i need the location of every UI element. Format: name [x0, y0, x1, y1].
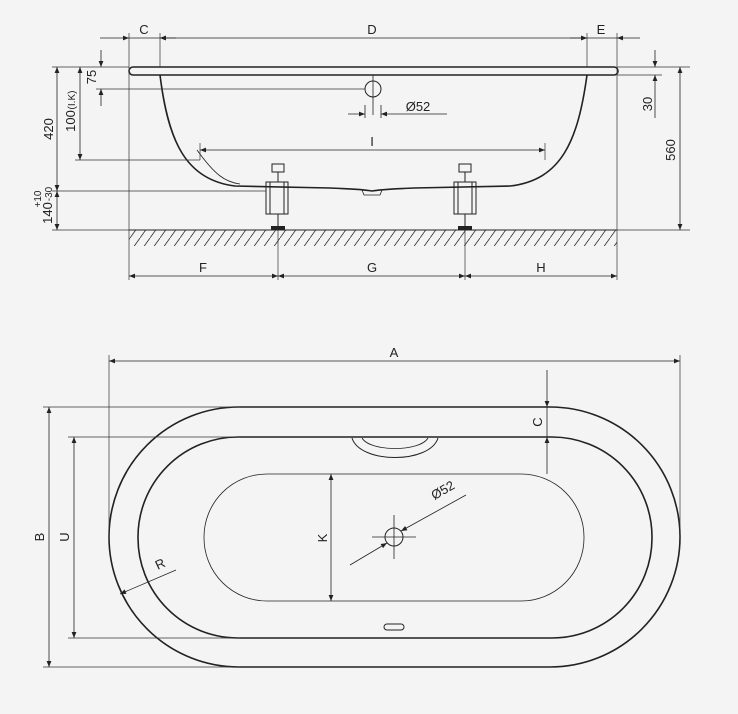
- dia52-diag-arrow-high: [400, 494, 467, 532]
- tub-inner-line: [196, 149, 241, 185]
- label-k: K: [315, 533, 330, 542]
- tub-body-outline: [159, 74, 588, 192]
- tub-basin-outline: [203, 473, 585, 602]
- label-u: U: [57, 532, 72, 541]
- label-c-side: C: [139, 22, 148, 37]
- dia52-diag-arrow-low: [349, 542, 388, 566]
- top-view: Ø52 K R A B U C: [32, 345, 681, 668]
- label-i: I: [370, 134, 374, 149]
- label-e: E: [597, 22, 606, 37]
- label-g: G: [367, 260, 377, 275]
- label-420: 420: [41, 118, 56, 140]
- foot-right: [453, 163, 477, 230]
- drain-slot: [383, 623, 405, 631]
- label-f: F: [199, 260, 207, 275]
- floor-hatching: [129, 230, 617, 246]
- overflow-cutout: [351, 437, 439, 458]
- tub-rim: [128, 66, 619, 76]
- dia52-label-top: Ø52: [428, 477, 457, 502]
- side-view: Ø52 C: [33, 22, 690, 280]
- label-560: 560: [663, 139, 678, 161]
- label-r: R: [153, 555, 168, 573]
- overflow-cutout-inner: [361, 437, 429, 449]
- label-a: A: [390, 345, 399, 360]
- dia52-label-side: Ø52: [406, 99, 431, 114]
- dim-r: [119, 569, 177, 595]
- tub-inner-outline: [137, 436, 653, 639]
- label-100-note: (I.K): [67, 91, 78, 110]
- label-30: 30: [640, 97, 655, 111]
- label-140-tol-plus: +10: [33, 190, 44, 207]
- label-100: 100: [63, 110, 78, 132]
- label-75: 75: [84, 70, 99, 84]
- tub-drain-outlet: [361, 189, 383, 196]
- foot-left: [265, 163, 289, 230]
- label-140-tol-minus: -30: [44, 186, 55, 201]
- label-b: B: [32, 533, 47, 542]
- label-h: H: [536, 260, 545, 275]
- label-d: D: [367, 22, 376, 37]
- label-c-top: C: [530, 417, 545, 426]
- label-140: 140: [40, 202, 55, 224]
